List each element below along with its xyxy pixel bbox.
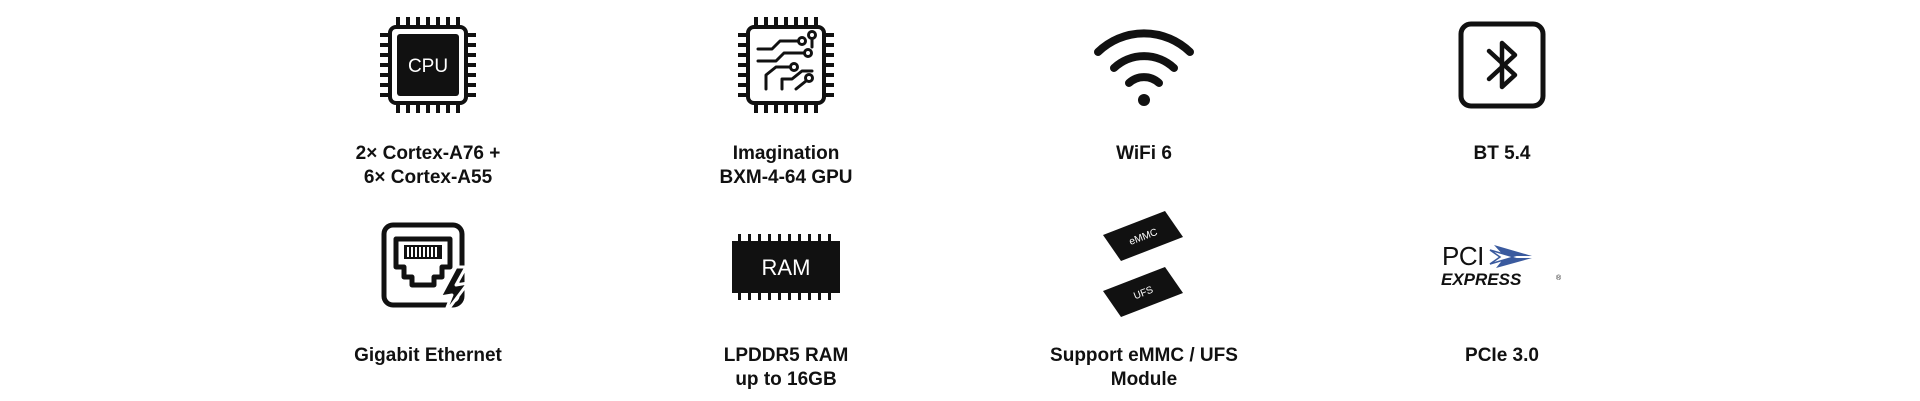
feature-caption-gpu: Imagination BXM-4-64 GPU: [719, 143, 853, 188]
feature-caption-cpu: 2× Cortex-A76 + 6× Cortex-A55: [355, 143, 501, 188]
registered-mark: ®: [1556, 274, 1562, 282]
feature-caption-pcie: PCIe 3.0: [1465, 345, 1539, 366]
feature-pcie: PCI EXPRESS ® PCIe 3.0: [1372, 202, 1632, 368]
feature-caption-bluetooth: BT 5.4: [1473, 143, 1531, 164]
feature-wifi: WiFi 6: [1014, 0, 1274, 166]
pci-logo-text: PCI: [1442, 242, 1484, 271]
pci-express-logo: PCI EXPRESS ®: [1372, 202, 1632, 332]
storage-modules-icon: eMMC UFS: [1014, 202, 1274, 332]
feature-caption-storage: Support eMMC / UFS Module: [1050, 345, 1238, 390]
feature-caption-ethernet: Gigabit Ethernet: [354, 345, 502, 366]
bluetooth-icon: [1372, 0, 1632, 130]
feature-bluetooth: BT 5.4: [1372, 0, 1632, 166]
gpu-circuit-chip-icon: [656, 0, 916, 130]
express-logo-text: EXPRESS: [1441, 270, 1522, 289]
wifi-icon: [1014, 0, 1274, 130]
feature-gpu: Imagination BXM-4-64 GPU: [656, 0, 916, 190]
ram-chip-icon: RAM: [656, 202, 916, 332]
feature-caption-ram: LPDDR5 RAM up to 16GB: [723, 345, 849, 390]
feature-caption-wifi: WiFi 6: [1116, 143, 1172, 164]
cpu-chip-icon: CPU: [298, 0, 558, 130]
cpu-icon-label: CPU: [408, 56, 448, 77]
feature-ram: RAM LPDDR5 RAM up to 16GB: [656, 202, 916, 392]
ethernet-port-icon: [298, 202, 558, 332]
feature-storage: eMMC UFS Support eMMC / UFS Module: [1014, 202, 1274, 392]
feature-ethernet: Gigabit Ethernet: [298, 202, 558, 368]
ram-icon-label: RAM: [762, 255, 811, 280]
feature-cpu: CPU 2× Cortex-A76 + 6× Cortex-A55: [298, 0, 558, 190]
